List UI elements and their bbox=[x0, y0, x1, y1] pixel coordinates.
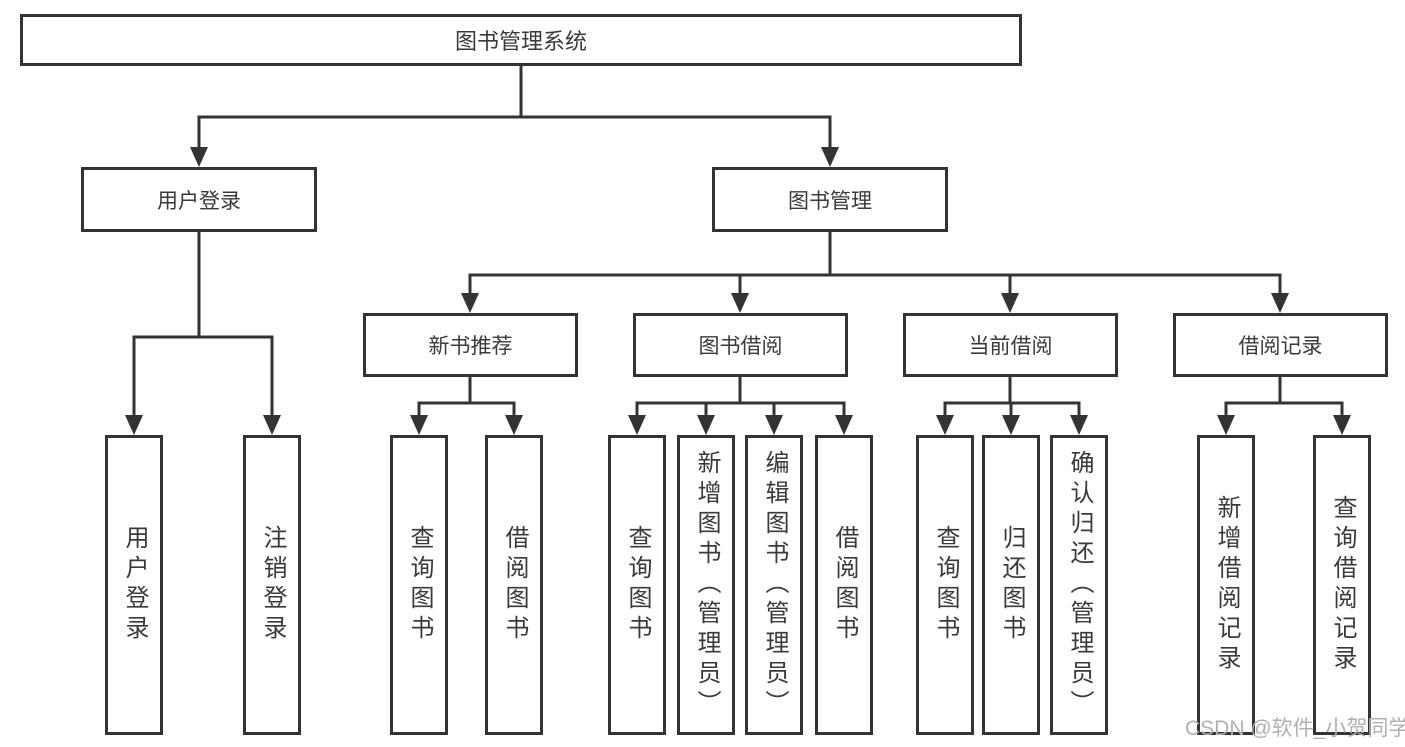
arrowhead bbox=[765, 415, 783, 435]
arrowhead bbox=[835, 415, 853, 435]
leaf-query-books-recommend: 查询图书 bbox=[390, 435, 448, 735]
node-user-login: 用户登录 bbox=[81, 167, 317, 232]
node-new-book-recommend-label: 新书推荐 bbox=[428, 335, 513, 358]
arrowhead bbox=[936, 415, 954, 435]
arrowhead bbox=[505, 415, 523, 435]
node-book-management-label: 图书管理 bbox=[788, 189, 872, 213]
leaf-query-books-current-label: 查询图书 bbox=[932, 525, 959, 645]
leaf-query-books-current: 查询图书 bbox=[916, 435, 974, 735]
leaf-logout-label: 注销登录 bbox=[259, 525, 286, 645]
csdn-watermark: CSDN @软件_小贺同学 bbox=[1185, 717, 1405, 740]
arrowhead bbox=[1333, 415, 1351, 435]
node-borrow-records: 借阅记录 bbox=[1173, 313, 1388, 377]
arrowhead bbox=[1001, 293, 1019, 313]
arrowhead bbox=[697, 415, 715, 435]
arrowhead bbox=[731, 293, 749, 313]
node-book-borrow: 图书借阅 bbox=[633, 313, 848, 377]
leaf-borrow-books-label: 借阅图书 bbox=[831, 525, 858, 645]
node-new-book-recommend: 新书推荐 bbox=[363, 313, 578, 377]
leaf-query-books-borrow-label: 查询图书 bbox=[624, 525, 651, 645]
leaf-query-books-borrow: 查询图书 bbox=[608, 435, 666, 735]
arrowhead bbox=[1271, 293, 1289, 313]
leaf-return-books: 归还图书 bbox=[982, 435, 1040, 735]
leaf-borrow-books-recommend: 借阅图书 bbox=[485, 435, 543, 735]
leaf-edit-books-admin: 编辑图书（管理员） bbox=[745, 435, 803, 735]
arrowhead bbox=[821, 147, 839, 167]
arrowhead bbox=[263, 415, 281, 435]
leaf-logout: 注销登录 bbox=[243, 435, 301, 735]
leaf-borrow-books: 借阅图书 bbox=[815, 435, 873, 735]
arrowhead bbox=[1070, 415, 1088, 435]
node-borrow-records-label: 借阅记录 bbox=[1238, 335, 1323, 358]
arrowhead bbox=[628, 415, 646, 435]
arrowhead bbox=[1217, 415, 1235, 435]
leaf-query-books-recommend-label: 查询图书 bbox=[406, 525, 433, 645]
leaf-query-borrow-record-label: 查询借阅记录 bbox=[1329, 495, 1356, 675]
arrowhead bbox=[1002, 415, 1020, 435]
node-book-management: 图书管理 bbox=[712, 167, 948, 232]
arrowhead bbox=[125, 415, 143, 435]
leaf-confirm-return-admin-label: 确认归还（管理员） bbox=[1066, 450, 1093, 720]
leaf-confirm-return-admin: 确认归还（管理员） bbox=[1050, 435, 1108, 735]
leaf-add-books-admin: 新增图书（管理员） bbox=[677, 435, 735, 735]
node-book-borrow-label: 图书借阅 bbox=[698, 335, 783, 358]
leaf-add-borrow-record-label: 新增借阅记录 bbox=[1213, 495, 1240, 675]
node-user-login-label: 用户登录 bbox=[157, 189, 241, 213]
node-root: 图书管理系统 bbox=[20, 14, 1022, 66]
node-current-borrow: 当前借阅 bbox=[903, 313, 1118, 377]
arrowhead bbox=[190, 147, 208, 167]
node-current-borrow-label: 当前借阅 bbox=[968, 335, 1053, 358]
leaf-add-borrow-record: 新增借阅记录 bbox=[1197, 435, 1255, 735]
leaf-edit-books-admin-label: 编辑图书（管理员） bbox=[761, 450, 788, 720]
leaf-borrow-books-recommend-label: 借阅图书 bbox=[501, 525, 528, 645]
arrowhead bbox=[461, 293, 479, 313]
leaf-add-books-admin-label: 新增图书（管理员） bbox=[693, 450, 720, 720]
arrowhead bbox=[410, 415, 428, 435]
leaf-return-books-label: 归还图书 bbox=[998, 525, 1025, 645]
leaf-user-login-label: 用户登录 bbox=[121, 525, 148, 645]
leaf-query-borrow-record: 查询借阅记录 bbox=[1313, 435, 1371, 735]
node-root-label: 图书管理系统 bbox=[454, 29, 587, 54]
leaf-user-login: 用户登录 bbox=[105, 435, 163, 735]
